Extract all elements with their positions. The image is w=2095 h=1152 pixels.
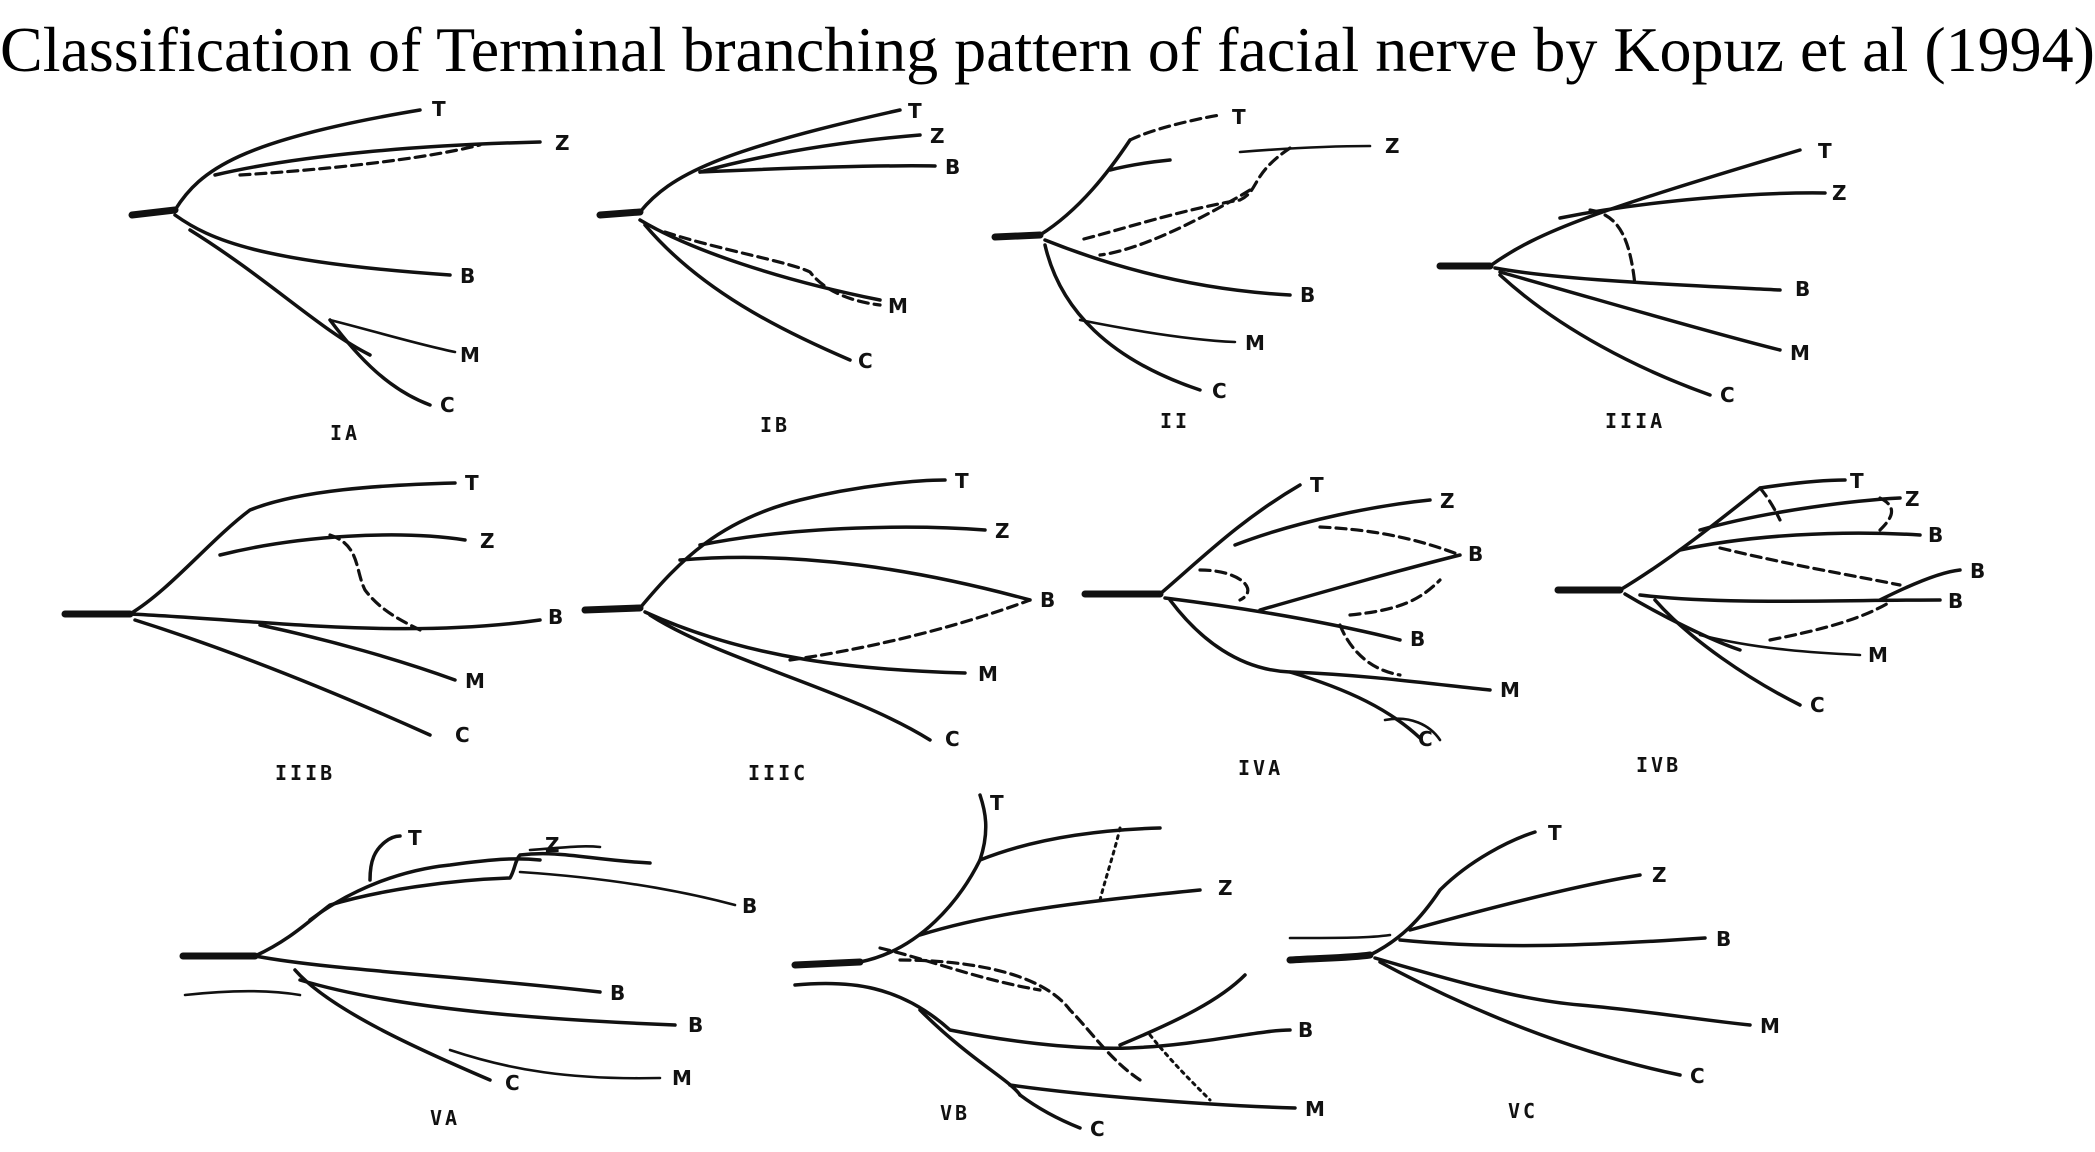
label-t-ia: T xyxy=(432,97,446,121)
label-b-iiia: B xyxy=(1795,277,1810,301)
caption-vb: VB xyxy=(940,1101,970,1125)
label-b-ii: B xyxy=(1300,283,1315,307)
label-m-ii: M xyxy=(1245,331,1265,355)
label-t-vc: T xyxy=(1548,821,1562,845)
label-m-iva: M xyxy=(1500,678,1520,702)
label-z-iiib: Z xyxy=(480,529,495,553)
label-z-vc: Z xyxy=(1652,863,1667,887)
label-z-iiia: Z xyxy=(1832,181,1847,205)
pattern-ia: T Z B M C IA xyxy=(128,97,570,445)
pattern-iva: T Z B B M C IVA xyxy=(1081,473,1520,780)
label-b3-ivb: B xyxy=(1948,589,1963,613)
label-c-ia: C xyxy=(440,393,455,417)
label-t-ib: T xyxy=(908,99,922,123)
pattern-ib: T Z B M C IB xyxy=(596,99,960,437)
label-t-iiia: T xyxy=(1818,139,1832,163)
label-b2-ivb: B xyxy=(1970,559,1985,583)
label-c-ii: C xyxy=(1212,379,1227,403)
caption-ib: IB xyxy=(760,413,790,437)
caption-iiic: IIIC xyxy=(748,761,808,785)
label-m-ib: M xyxy=(888,294,908,318)
label-b-iiib: B xyxy=(548,605,563,629)
label-t-iva: T xyxy=(1310,473,1324,497)
label-c-iiib: C xyxy=(455,723,470,747)
label-m-iiia: M xyxy=(1790,341,1810,365)
pattern-va: T Z B B B M C VA xyxy=(179,826,757,1130)
pattern-vc: T Z B M C VC xyxy=(1286,821,1780,1123)
caption-ii: II xyxy=(1160,409,1190,433)
label-c-ivb: C xyxy=(1810,693,1825,717)
label-c-vc: C xyxy=(1690,1064,1705,1088)
label-b-ia: B xyxy=(460,264,475,288)
label-t-iiib: T xyxy=(465,471,479,495)
label-b3-va: B xyxy=(688,1013,703,1037)
label-b-vc: B xyxy=(1716,927,1731,951)
label-t-iiic: T xyxy=(955,469,969,493)
caption-va: VA xyxy=(430,1106,460,1130)
caption-iiib: IIIB xyxy=(275,761,335,785)
label-z-vb: Z xyxy=(1218,876,1233,900)
label-c-ib: C xyxy=(858,349,873,373)
label-b2-va: B xyxy=(610,981,625,1005)
label-z-iva: Z xyxy=(1440,489,1455,513)
label-z-va: Z xyxy=(545,833,560,857)
branching-diagram: T Z B M C IA T Z B M C IB xyxy=(61,97,1985,1141)
label-z-iiic: Z xyxy=(995,519,1010,543)
label-b2-iva: B xyxy=(1410,627,1425,651)
label-z-ia: Z xyxy=(555,131,570,155)
caption-ivb: IVB xyxy=(1636,753,1681,777)
caption-vc: VC xyxy=(1508,1099,1538,1123)
pattern-vb: T Z B M C VB xyxy=(791,791,1325,1141)
caption-ia: IA xyxy=(330,421,360,445)
caption-iva: IVA xyxy=(1238,756,1283,780)
label-m-va: M xyxy=(672,1066,692,1090)
label-t-ii: T xyxy=(1232,105,1246,129)
label-b-ib: B xyxy=(945,155,960,179)
label-z-ib: Z xyxy=(930,124,945,148)
label-b1-va: B xyxy=(742,894,757,918)
label-b1-iva: B xyxy=(1468,542,1483,566)
slide-title: Classification of Terminal branching pat… xyxy=(0,14,2095,85)
label-m-iiib: M xyxy=(465,669,485,693)
label-m-vc: M xyxy=(1760,1014,1780,1038)
label-m-vb: M xyxy=(1305,1097,1325,1121)
label-c-iiic: C xyxy=(945,727,960,751)
pattern-iiic: T Z B M C IIIC xyxy=(581,469,1055,785)
caption-iiia: IIIA xyxy=(1605,409,1665,433)
label-c-iiia: C xyxy=(1720,383,1735,407)
pattern-ii: T Z B M C II xyxy=(991,105,1400,433)
slide: Classification of Terminal branching pat… xyxy=(0,14,2095,1141)
label-b-vb: B xyxy=(1298,1018,1313,1042)
label-m-ia: M xyxy=(460,343,480,367)
label-c-iva: C xyxy=(1418,727,1433,751)
label-c-vb: C xyxy=(1090,1117,1105,1141)
label-m-ivb: M xyxy=(1868,643,1888,667)
label-t-va: T xyxy=(408,826,422,850)
label-t-ivb: T xyxy=(1850,469,1864,493)
label-b1-ivb: B xyxy=(1928,523,1943,547)
label-c-va: C xyxy=(505,1071,520,1095)
label-b-iiic: B xyxy=(1040,588,1055,612)
label-z-ii: Z xyxy=(1385,134,1400,158)
label-z-ivb: Z xyxy=(1905,487,1920,511)
pattern-iiib: T Z B M C IIIB xyxy=(61,471,563,785)
pattern-iiia: T Z B M C IIIA xyxy=(1436,139,1847,433)
pattern-ivb: T Z B B B M C IVB xyxy=(1554,469,1985,777)
label-m-iiic: M xyxy=(978,662,998,686)
label-t-vb: T xyxy=(990,791,1004,815)
